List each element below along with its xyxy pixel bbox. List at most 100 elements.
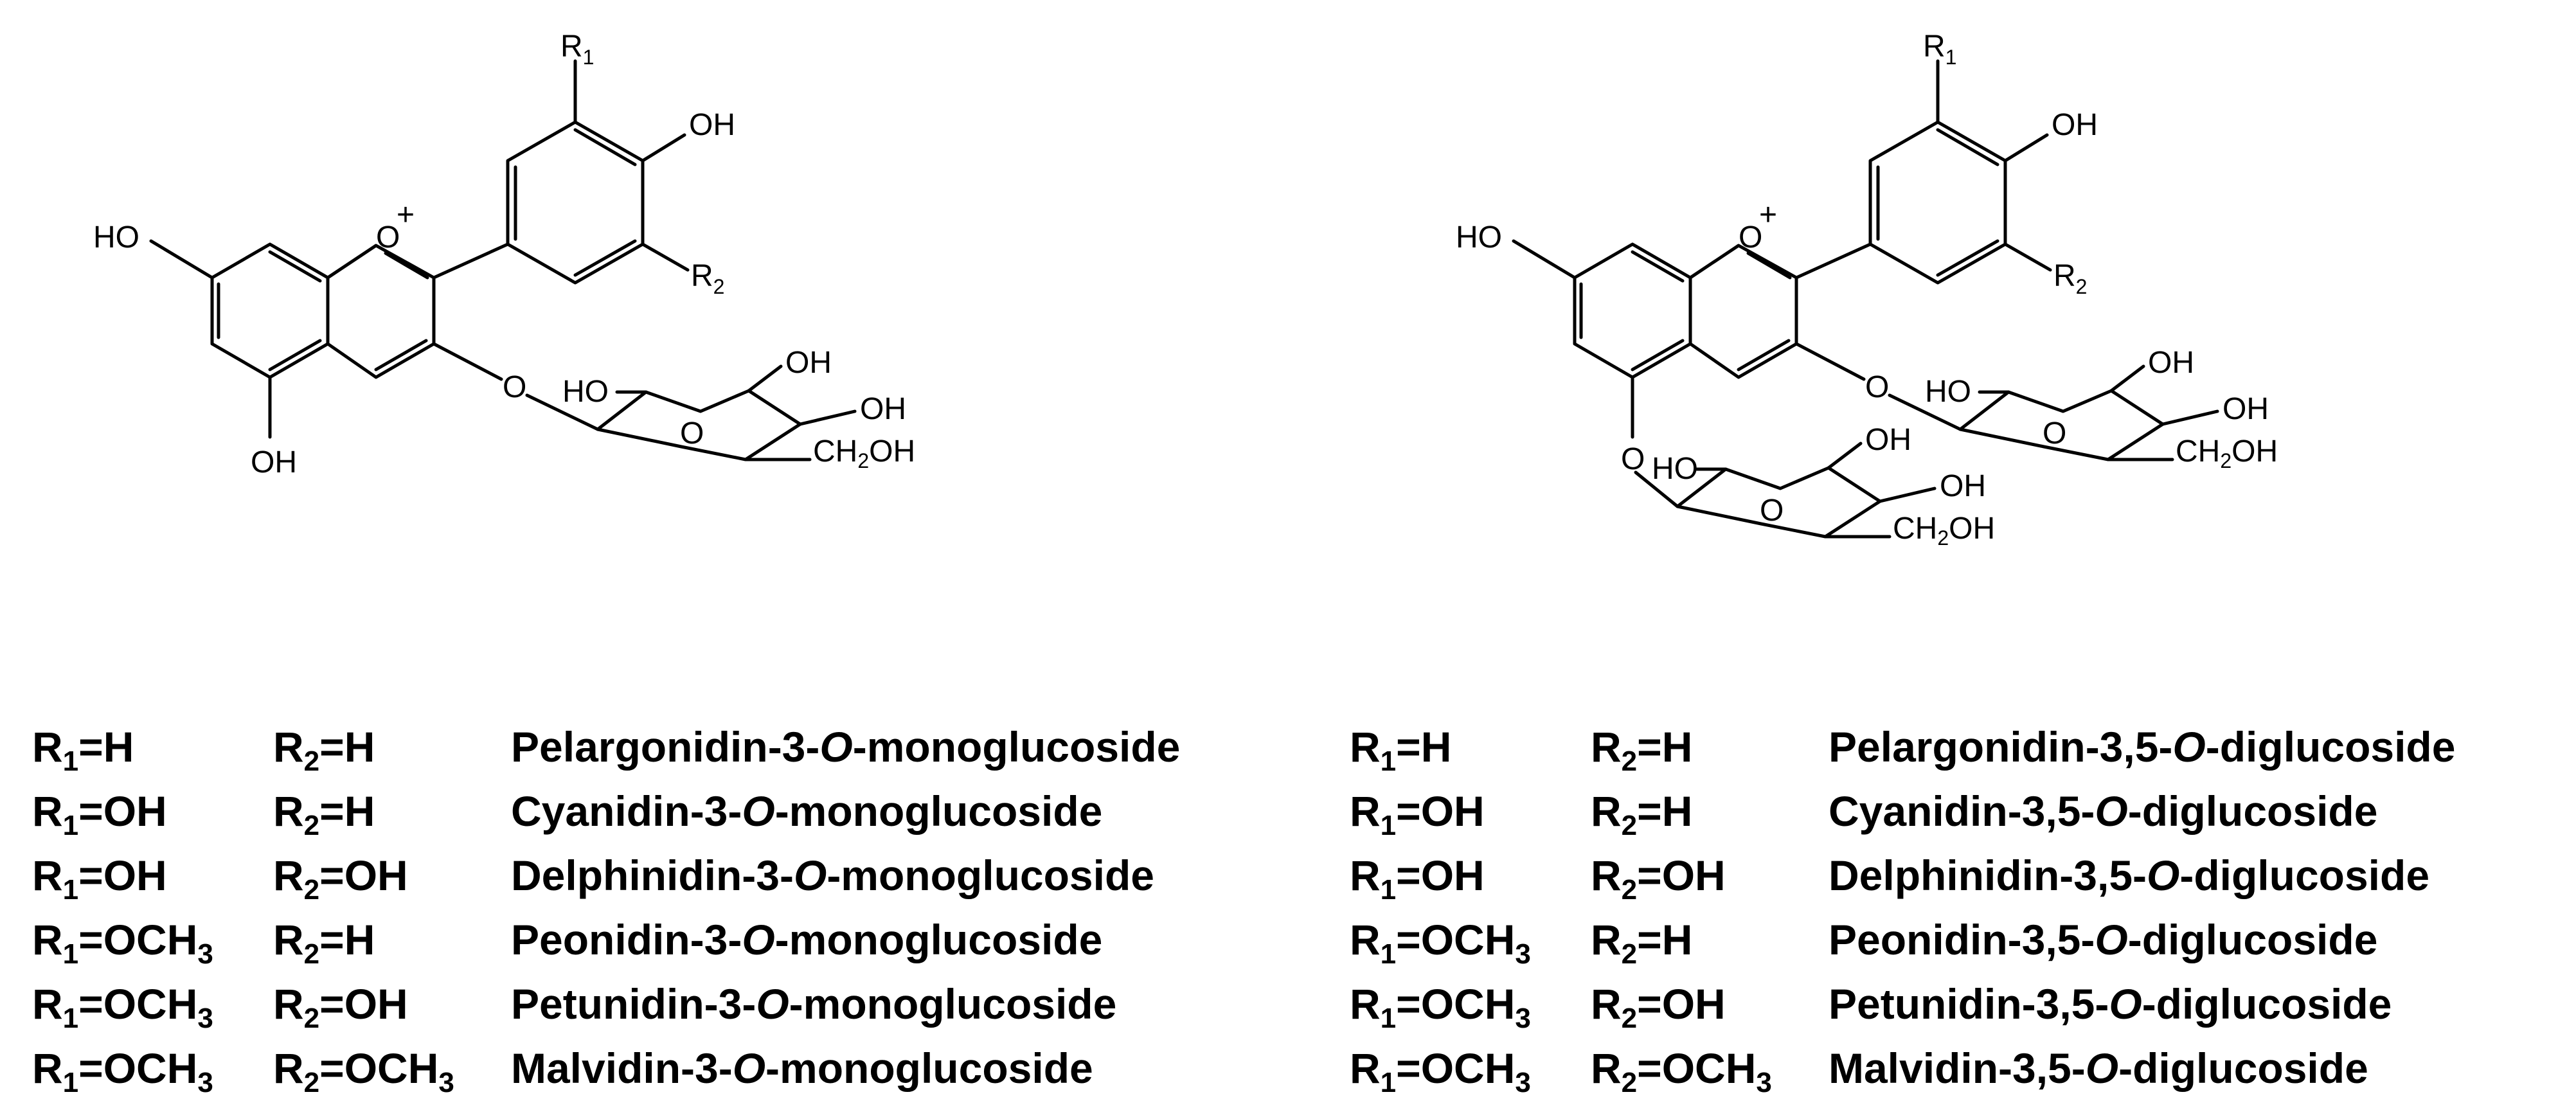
r1-value: R1=OCH3: [1350, 1044, 1531, 1098]
compound-name: Peonidin-3-O-monoglucoside: [511, 916, 1102, 963]
compound-name: Petunidin-3-O-monoglucoside: [511, 980, 1116, 1028]
r1-value: R1=H: [32, 723, 134, 777]
table-row: R1=OCH3 R2=OCH3 Malvidin-3-O-monoglucoside: [32, 1044, 1093, 1098]
r1-value: R1=H: [1350, 723, 1451, 777]
ring-a-double-3: [268, 250, 322, 283]
sugar-ring: [596, 389, 802, 461]
diglucoside-structure: R1 OH R2 HO O + O O HO OH OH O CH2OH HO …: [1456, 30, 2278, 550]
ring-c-double-2: [1737, 339, 1791, 371]
ring-c: [326, 244, 436, 379]
ring-c-double-2: [374, 339, 428, 371]
monoglucoside-structure: R1 OH R2 HO OH O + O HO OH OH O CH2OH: [93, 30, 915, 479]
sugar-2-ring: [1676, 466, 1882, 539]
table-row: R1=OCH3 R2=H Peonidin-3-O-monoglucoside: [32, 916, 1102, 970]
ho-7-bond: [149, 239, 214, 280]
oh-b-bond: [641, 133, 686, 163]
r2-value: R2=H: [273, 916, 375, 970]
sugar-1-ho-label: HO: [1925, 375, 1971, 409]
table-row: R1=OCH3 R2=H Peonidin-3,5-O-diglucoside: [1350, 916, 2377, 970]
compound-name: Delphinidin-3-O-monoglucoside: [511, 852, 1154, 899]
sugar-2-oh-top-label: OH: [1865, 423, 1911, 457]
r1-value: R1=OCH3: [32, 1044, 213, 1098]
ring-b-double-2: [1936, 128, 1999, 166]
o-gly-bond-1: [432, 342, 503, 381]
sugar-1-oh-top-label: OH: [2148, 346, 2194, 380]
oh-b-bond: [2003, 133, 2049, 163]
ring-a-double-2: [1631, 339, 1685, 371]
ring-oxygen-label: O: [376, 220, 400, 255]
o-gly-bond-2: [525, 393, 600, 431]
r2-value: R2=H: [1591, 787, 1692, 841]
r1-value: R1=OCH3: [32, 980, 213, 1034]
oh-5-label: OH: [251, 445, 297, 479]
r1-label: R1: [560, 30, 594, 69]
r1-label: R1: [1923, 30, 1956, 69]
sugar-1-oh-right-label: OH: [2223, 392, 2269, 426]
sugar-2-ch2oh-label: CH2OH: [1893, 512, 1995, 550]
compound-name: Malvidin-3,5-O-diglucoside: [1829, 1044, 2368, 1092]
ring-a-double-3: [1631, 250, 1685, 283]
compound-name: Peonidin-3,5-O-diglucoside: [1829, 916, 2377, 963]
sugar-1-ring-oxygen-label: O: [2043, 416, 2066, 451]
r2-value: R2=H: [273, 723, 375, 777]
r2-value: R2=H: [1591, 916, 1692, 970]
r1-value: R1=OH: [32, 787, 167, 841]
r1-value: R1=OCH3: [1350, 916, 1531, 970]
ring-b-double-2: [573, 128, 637, 166]
sugar-ho-label: HO: [562, 375, 609, 409]
sugar-1-ch2oh-label: CH2OH: [2176, 434, 2278, 472]
sugar-2-ring-oxygen-label: O: [1760, 494, 1784, 528]
compound-name: Malvidin-3-O-monoglucoside: [511, 1044, 1093, 1092]
r2-value: R2=H: [273, 787, 375, 841]
cation-charge: +: [397, 198, 415, 232]
oh-b-label: OH: [689, 108, 735, 142]
ring-b: [1794, 120, 2007, 285]
r2-value: R2=OH: [1591, 980, 1726, 1034]
cation-charge: +: [1759, 198, 1777, 232]
sugar-1-oh-right-bond: [2161, 409, 2219, 426]
r2-value: R2=OCH3: [273, 1044, 454, 1098]
glycosidic-oxygen-label: O: [503, 370, 526, 404]
compound-name: Delphinidin-3,5-O-diglucoside: [1829, 852, 2429, 899]
o-gly3-bond-2: [1888, 393, 1962, 431]
r1-value: R1=OH: [1350, 787, 1485, 841]
ring-c: [1688, 244, 1798, 379]
r2-value: R2=OH: [273, 852, 408, 906]
sugar-2-oh-right-bond: [1878, 487, 1936, 503]
ring-a-double-2: [268, 339, 322, 371]
r2-value: R2=OCH3: [1591, 1044, 1772, 1098]
sugar-oh-top-bond: [747, 364, 783, 393]
glycosidic-oxygen-3-label: O: [1865, 370, 1889, 404]
ring-b-double-3: [573, 239, 637, 277]
r2-label: R2: [2053, 259, 2087, 298]
ho-7-label: HO: [1456, 220, 1502, 255]
compound-name: Pelargonidin-3,5-O-diglucoside: [1829, 723, 2455, 771]
r2-bond: [2003, 242, 2052, 272]
glycosidic-oxygen-5-label: O: [1621, 442, 1645, 476]
r1-value: R1=OCH3: [1350, 980, 1531, 1034]
ring-b: [432, 120, 645, 285]
compound-name: Cyanidin-3,5-O-diglucoside: [1829, 787, 2377, 835]
r2-label: R2: [691, 259, 724, 298]
r2-bond: [641, 242, 690, 272]
compound-name: Pelargonidin-3-O-monoglucoside: [511, 723, 1180, 771]
ring-b-double-3: [1936, 239, 1999, 277]
r1-value: R1=OCH3: [32, 916, 213, 970]
sugar-2-ho-label: HO: [1652, 452, 1698, 486]
ch2oh-label: CH2OH: [813, 434, 915, 472]
oh-b-label: OH: [2052, 108, 2098, 142]
sugar-oh-right-label: OH: [860, 392, 906, 426]
o-gly3-bond-1: [1794, 342, 1866, 381]
monoglucoside-table: R1=H R2=H Pelargonidin-3-O-monoglucosideR1…: [32, 723, 1180, 1098]
o-gly5-bond-2: [1634, 470, 1679, 508]
sugar-1-oh-top-bond: [2109, 364, 2145, 393]
ring-c-double-1: [1746, 251, 1792, 280]
ho-7-bond: [1512, 239, 1577, 280]
